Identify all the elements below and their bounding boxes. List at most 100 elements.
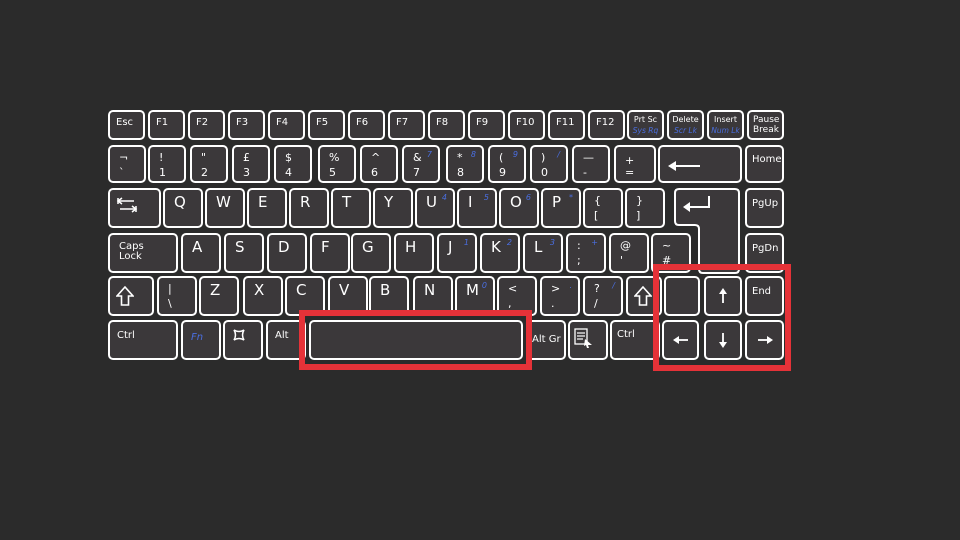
key-comma[interactable]: <, xyxy=(497,276,537,316)
key-esc[interactable]: Esc xyxy=(108,110,145,140)
key-capslock[interactable]: Caps Lock xyxy=(108,233,178,273)
key-f5[interactable]: F5 xyxy=(308,110,345,140)
key-f6[interactable]: F6 xyxy=(348,110,385,140)
key-lower-label: . xyxy=(551,297,555,310)
key-g[interactable]: G xyxy=(351,233,391,273)
key-label: A xyxy=(192,238,203,256)
key-altgr[interactable]: Alt Gr xyxy=(526,320,566,360)
key-label: F10 xyxy=(516,117,535,128)
key-h[interactable]: H xyxy=(394,233,434,273)
arrow-up-icon xyxy=(719,288,727,303)
key-a[interactable]: A xyxy=(181,233,221,273)
key-f[interactable]: F xyxy=(310,233,350,273)
key-arrow-left[interactable] xyxy=(662,320,699,360)
key-2[interactable]: "2 xyxy=(190,145,228,183)
key-arrow-down[interactable] xyxy=(704,320,742,360)
key-w[interactable]: W xyxy=(205,188,245,228)
key-1[interactable]: !1 xyxy=(148,145,186,183)
key-arrow-right[interactable] xyxy=(745,320,784,360)
key-label: F7 xyxy=(396,117,409,128)
key-arrow-up[interactable] xyxy=(704,276,742,316)
key-label: M xyxy=(466,281,479,299)
key-backtick[interactable]: ¬` xyxy=(108,145,146,183)
key-numpad-label: 0 xyxy=(481,281,487,290)
key-label: T xyxy=(342,193,352,211)
key-lower-label: 6 xyxy=(371,166,378,179)
key-numpad-label: + xyxy=(591,238,598,247)
key-semicolon[interactable]: :;+ xyxy=(566,233,606,273)
key-y[interactable]: Y xyxy=(373,188,413,228)
key-numpad-label: 9 xyxy=(512,150,518,159)
key-6[interactable]: ^6 xyxy=(360,145,398,183)
key-minus[interactable]: —- xyxy=(572,145,610,183)
key-f9[interactable]: F9 xyxy=(468,110,505,140)
key-upper-label: " xyxy=(201,151,207,164)
key-ctrl-left[interactable]: Ctrl xyxy=(108,320,178,360)
key-f3[interactable]: F3 xyxy=(228,110,265,140)
key-label: Prt Sc xyxy=(633,115,658,124)
key-f10[interactable]: F10 xyxy=(508,110,545,140)
key-fn[interactable]: Fn xyxy=(181,320,221,360)
key-home[interactable]: Home xyxy=(745,145,784,183)
key-ctrl-right[interactable]: Ctrl xyxy=(610,320,660,360)
key-f7[interactable]: F7 xyxy=(388,110,425,140)
key-slash[interactable]: ?// xyxy=(583,276,623,316)
key-e[interactable]: E xyxy=(247,188,287,228)
key-pause[interactable]: Pause Break xyxy=(747,110,784,140)
key-backspace[interactable] xyxy=(658,145,742,183)
key-label: PgDn xyxy=(752,243,779,254)
key-numpad-label: 6 xyxy=(525,193,531,202)
key-prtsc[interactable]: Prt Sc Sys Rq xyxy=(627,110,664,140)
key-tab[interactable] xyxy=(108,188,161,228)
key-menu[interactable] xyxy=(568,320,608,360)
key-f4[interactable]: F4 xyxy=(268,110,305,140)
key-f1[interactable]: F1 xyxy=(148,110,185,140)
key-blank-nav[interactable] xyxy=(664,276,700,316)
key-label: Ctrl xyxy=(617,329,635,340)
key-p[interactable]: P* xyxy=(541,188,581,228)
key-z[interactable]: Z xyxy=(199,276,239,316)
key-backslash[interactable]: |\ xyxy=(157,276,197,316)
key-5[interactable]: %5 xyxy=(318,145,356,183)
key-bracket-left[interactable]: {[ xyxy=(583,188,623,228)
key-label: Alt Gr xyxy=(532,334,561,345)
key-x[interactable]: X xyxy=(243,276,283,316)
key-label: Break xyxy=(753,125,779,135)
key-bracket-right[interactable]: }] xyxy=(625,188,665,228)
key-f2[interactable]: F2 xyxy=(188,110,225,140)
key-f8[interactable]: F8 xyxy=(428,110,465,140)
key-label: B xyxy=(380,281,391,299)
key-end[interactable]: End xyxy=(745,276,784,316)
key-s[interactable]: S xyxy=(224,233,264,273)
key-r[interactable]: R xyxy=(289,188,329,228)
key-0[interactable]: )0/ xyxy=(530,145,568,183)
key-delete[interactable]: Delete Scr Lk xyxy=(667,110,704,140)
key-d[interactable]: D xyxy=(267,233,307,273)
key-f11[interactable]: F11 xyxy=(548,110,585,140)
key-space[interactable] xyxy=(309,320,523,360)
key-f12[interactable]: F12 xyxy=(588,110,625,140)
key-windows[interactable] xyxy=(223,320,263,360)
key-q[interactable]: Q xyxy=(163,188,203,228)
key-quote[interactable]: @' xyxy=(609,233,649,273)
key-v[interactable]: V xyxy=(328,276,368,316)
key-t[interactable]: T xyxy=(331,188,371,228)
menu-icon xyxy=(574,328,592,348)
key-3[interactable]: £3 xyxy=(232,145,270,183)
key-insert[interactable]: Insert Num Lk xyxy=(707,110,744,140)
key-equals[interactable]: += xyxy=(614,145,656,183)
key-period[interactable]: >.. xyxy=(540,276,580,316)
key-4[interactable]: $4 xyxy=(274,145,312,183)
key-shift-left[interactable] xyxy=(108,276,154,316)
key-pgup[interactable]: PgUp xyxy=(745,188,784,228)
